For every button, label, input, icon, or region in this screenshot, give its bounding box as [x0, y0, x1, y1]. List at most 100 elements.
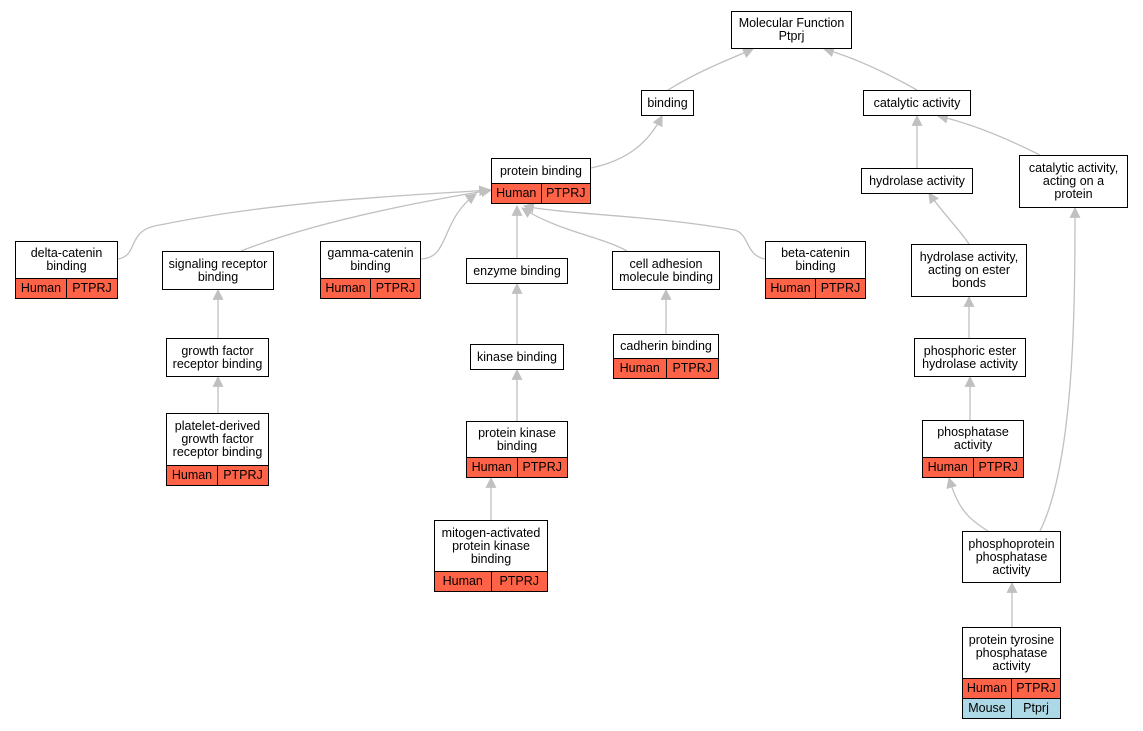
term-title: kinase binding [471, 345, 563, 369]
gene-cell: PTPRJ [972, 458, 1024, 477]
term-label: gamma-catenin binding [327, 246, 414, 273]
term-label: Molecular Function Ptprj [738, 16, 845, 43]
term-title: binding [642, 91, 693, 115]
term-title: protein kinase binding [467, 422, 567, 457]
annotation-row-human[interactable]: Human PTPRJ [321, 278, 420, 298]
annotation-row-human[interactable]: Human PTPRJ [16, 278, 117, 298]
go-term-catalytic[interactable]: catalytic activity [863, 90, 971, 116]
term-label: hydrolase activity [869, 173, 965, 188]
gene-cell: PTPRJ [66, 279, 117, 298]
term-title: gamma-catenin binding [321, 242, 420, 278]
edge-catalytic-to-root [822, 46, 918, 91]
organism-cell: Human [171, 468, 213, 482]
term-title: delta-catenin binding [16, 242, 117, 278]
term-title: mitogen-activated protein kinase binding [435, 521, 547, 571]
edge-protein-binding-to-binding [590, 115, 663, 169]
edge-catalytic-protein-to-catalytic [936, 112, 1041, 156]
annotation-row-human[interactable]: Human PTPRJ [923, 457, 1023, 477]
term-title: platelet-derived growth factor receptor … [167, 414, 268, 465]
gene-cell: PTPRJ [370, 279, 420, 298]
annotation-row-human[interactable]: Human PTPRJ [167, 465, 268, 485]
organism-cell: Human [471, 460, 512, 474]
go-term-enzyme-binding[interactable]: enzyme binding [466, 258, 568, 284]
term-label: growth factor receptor binding [172, 343, 263, 371]
edge-binding-to-root [667, 47, 755, 91]
edge-hydrolase-ester-to-hydrolase [928, 192, 970, 245]
term-label: protein binding [499, 163, 582, 178]
go-term-hydrolase[interactable]: hydrolase activity [861, 168, 973, 194]
term-title: enzyme binding [467, 259, 567, 283]
edge-beta-catenin-to-protein-binding [522, 202, 766, 260]
annotation-row-human[interactable]: Human PTPRJ [766, 278, 865, 298]
term-label: delta-catenin binding [30, 246, 103, 273]
edge-cell-adhesion-to-protein-binding [521, 207, 628, 252]
gene-cell: PTPRJ [665, 359, 719, 378]
gene-cell: PTPRJ [516, 458, 568, 477]
term-title: hydrolase activity, acting on ester bond… [912, 245, 1026, 296]
go-term-mapk[interactable]: mitogen-activated protein kinase binding… [434, 520, 548, 592]
organism-cell: Human [770, 281, 811, 295]
term-label: kinase binding [477, 349, 557, 364]
term-label: cell adhesion molecule binding [619, 256, 713, 284]
term-label: beta-catenin binding [781, 246, 850, 273]
term-title: protein tyrosine phosphatase activity [963, 628, 1060, 678]
go-term-phosphoric-ester[interactable]: phosphoric ester hydrolase activity [914, 338, 1026, 377]
go-term-binding[interactable]: binding [641, 90, 694, 116]
term-label: signaling receptor binding [168, 256, 268, 284]
term-label: enzyme binding [473, 263, 561, 278]
gene-cell: PTPRJ [815, 279, 865, 298]
term-label: protein tyrosine phosphatase activity [968, 632, 1055, 673]
term-label: binding [647, 95, 688, 110]
term-title: phosphatase activity [923, 421, 1023, 457]
go-term-phosphoprotein[interactable]: phosphoprotein phosphatase activity [962, 531, 1061, 583]
term-title: phosphoprotein phosphatase activity [963, 532, 1060, 582]
term-label: phosphatase activity [937, 425, 1009, 452]
go-term-hydrolase-ester[interactable]: hydrolase activity, acting on ester bond… [911, 244, 1027, 297]
annotation-row-human[interactable]: Human PTPRJ [435, 571, 547, 591]
term-title: protein binding [492, 159, 590, 183]
gene-cell: PTPRJ [490, 572, 548, 591]
go-term-signaling-receptor[interactable]: signaling receptor binding [162, 251, 274, 290]
term-title: catalytic activity, acting on a protein [1020, 156, 1127, 207]
term-title: phosphoric ester hydrolase activity [915, 339, 1025, 376]
gene-cell: PTPRJ [217, 466, 268, 485]
term-label: catalytic activity, acting on a protein [1028, 161, 1119, 201]
gene-cell: Ptprj [1011, 699, 1060, 718]
organism-cell: Human [442, 574, 483, 588]
organism-cell: Human [927, 460, 968, 474]
organism-cell: Human [496, 186, 537, 200]
organism-cell: Human [20, 281, 62, 295]
term-title: hydrolase activity [862, 169, 972, 193]
go-term-root[interactable]: Molecular Function Ptprj [731, 11, 852, 49]
term-title: catalytic activity [864, 91, 970, 115]
organism-cell: Human [325, 281, 366, 295]
go-term-growth-factor[interactable]: growth factor receptor binding [166, 338, 269, 377]
term-title: beta-catenin binding [766, 242, 865, 278]
annotation-row-human[interactable]: Human PTPRJ [467, 457, 567, 477]
go-term-pdgf[interactable]: platelet-derived growth factor receptor … [166, 413, 269, 486]
term-label: protein kinase binding [478, 425, 556, 453]
go-term-catalytic-protein[interactable]: catalytic activity, acting on a protein [1019, 155, 1128, 208]
go-term-kinase-binding[interactable]: kinase binding [470, 344, 564, 370]
term-label: cadherin binding [620, 339, 712, 353]
edge-delta-catenin-to-protein-binding [117, 185, 491, 260]
go-term-cell-adhesion[interactable]: cell adhesion molecule binding [612, 251, 720, 290]
term-label: hydrolase activity, acting on ester bond… [919, 250, 1019, 290]
term-title: growth factor receptor binding [167, 339, 268, 376]
term-label: mitogen-activated protein kinase binding [441, 525, 541, 566]
edge-gamma-catenin-to-protein-binding [420, 193, 477, 260]
term-title: Molecular Function Ptprj [732, 12, 851, 48]
